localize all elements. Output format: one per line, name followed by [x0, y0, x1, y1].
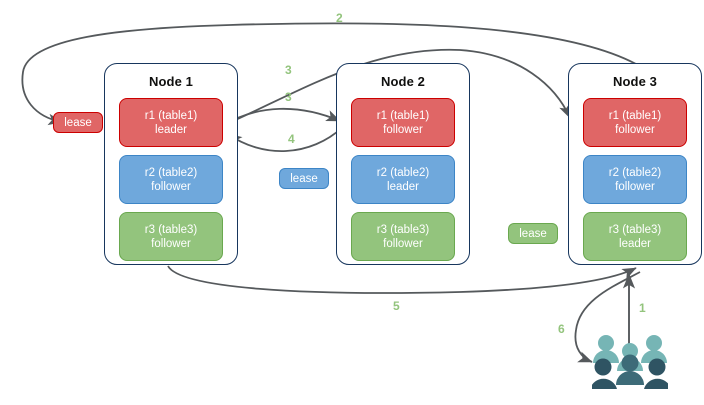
replica-role: follower [151, 180, 191, 193]
replica-name: r1 (table1) [376, 109, 430, 122]
step-label-3b: 3 [285, 90, 292, 104]
node-container-1[interactable]: Node 1 r1 (table1) leader r2 (table2) fo… [104, 63, 238, 265]
replica-n2-r2[interactable]: r2 (table2) leader [351, 155, 455, 204]
lease-badge-r2[interactable]: lease [279, 168, 329, 189]
node-title-2: Node 2 [381, 74, 425, 89]
replica-n3-r3[interactable]: r3 (table3) leader [583, 212, 687, 261]
node-title-3: Node 3 [613, 74, 657, 89]
node-container-3[interactable]: Node 3 r1 (table1) follower r2 (table2) … [568, 63, 702, 265]
replica-role: leader [155, 123, 187, 136]
step-label-6: 6 [558, 322, 565, 336]
replica-role: follower [615, 123, 655, 136]
replica-name: r1 (table1) [608, 109, 662, 122]
step-label-1: 1 [639, 301, 646, 315]
replica-role: follower [615, 180, 655, 193]
replica-name: r2 (table2) [608, 166, 662, 179]
replica-n3-r1[interactable]: r1 (table1) follower [583, 98, 687, 147]
replica-role: leader [619, 237, 651, 250]
lease-badge-r1[interactable]: lease [53, 112, 103, 133]
edge-step-4 [227, 125, 345, 152]
replica-role: follower [151, 237, 191, 250]
replica-role: follower [383, 123, 423, 136]
replica-n1-r2[interactable]: r2 (table2) follower [119, 155, 223, 204]
node-title-1: Node 1 [149, 74, 193, 89]
replica-name: r1 (table1) [144, 109, 198, 122]
replica-n2-r3[interactable]: r3 (table3) follower [351, 212, 455, 261]
lease-badge-r3[interactable]: lease [508, 223, 558, 244]
replica-n3-r2[interactable]: r2 (table2) follower [583, 155, 687, 204]
replica-name: r3 (table3) [376, 223, 430, 236]
users-icon [592, 335, 668, 389]
step-label-4: 4 [288, 132, 295, 146]
replica-name: r2 (table2) [144, 166, 198, 179]
replica-name: r2 (table2) [376, 166, 430, 179]
step-label-2: 2 [336, 11, 343, 25]
replica-n1-r3[interactable]: r3 (table3) follower [119, 212, 223, 261]
replica-n1-r1[interactable]: r1 (table1) leader [119, 98, 223, 147]
node-container-2[interactable]: Node 2 r1 (table1) follower r2 (table2) … [336, 63, 470, 265]
replica-role: follower [383, 237, 423, 250]
step-label-3a: 3 [285, 63, 292, 77]
replica-n2-r1[interactable]: r1 (table1) follower [351, 98, 455, 147]
step-label-5: 5 [393, 299, 400, 313]
replica-name: r3 (table3) [608, 223, 662, 236]
edge-step-3-to-node2 [221, 107, 341, 127]
replica-role: leader [387, 180, 419, 193]
edge-step-5 [167, 265, 637, 294]
replica-name: r3 (table3) [144, 223, 198, 236]
